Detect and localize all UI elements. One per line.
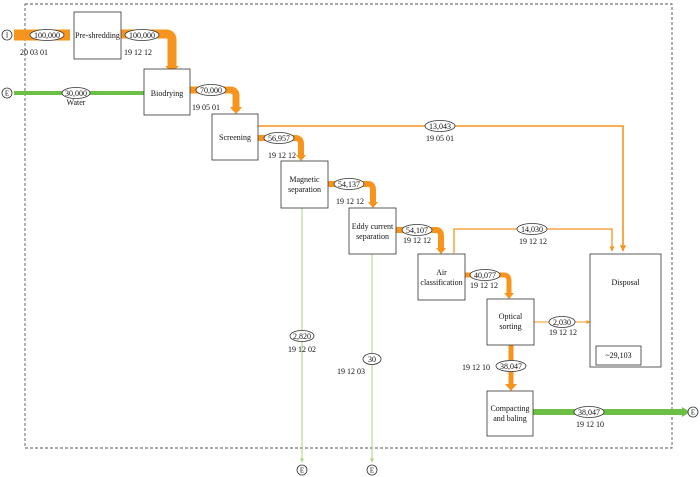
label-pre-out-code: 19 12 12 [124, 48, 152, 57]
export-node-water: E [1, 87, 13, 99]
disposal-stock-value: ~29,103 [605, 351, 631, 360]
label-scr-disposal-value: 13,043 [424, 120, 456, 132]
label-opt-disposal-value: 2,030 [548, 316, 576, 328]
svg-text:100,000: 100,000 [34, 31, 60, 40]
export-node-nfe: E [366, 464, 378, 476]
svg-text:40,077: 40,077 [474, 271, 496, 280]
label-final-code: 19 12 10 [576, 420, 604, 429]
process-biodrying[interactable]: Biodrying [143, 68, 191, 116]
label-final-value: 38,047 [573, 406, 605, 418]
svg-text:70,000: 70,000 [200, 86, 222, 95]
process-compacting-label-1: Compacting [490, 404, 529, 413]
label-scr-disposal-code: 19 05 01 [426, 134, 454, 143]
process-air-classification[interactable]: Air classification [417, 253, 466, 301]
flow-bio-to-screening-arrow [230, 107, 242, 114]
process-disposal-label: Disposal [612, 278, 641, 287]
label-mag-fe-value: 2,820 [289, 330, 315, 342]
process-magnetic-label-2: separation [288, 185, 321, 194]
label-mag-out-code: 19 12 12 [336, 197, 364, 206]
process-optical-label-1: Optical [499, 312, 523, 321]
flow-screening-to-magnetic-arrow [296, 155, 306, 161]
label-scr-out-value: 56,957 [263, 132, 295, 144]
svg-text:54,137: 54,137 [338, 180, 360, 189]
process-compacting-and-baling[interactable]: Compacting and baling [486, 390, 534, 437]
flow-magnetic-to-eddy [328, 181, 376, 205]
process-biodrying-label: Biodrying [151, 89, 183, 98]
export-node-fe: E [296, 464, 308, 476]
label-air-out-value: 40,077 [469, 269, 501, 281]
label-air-disposal-value: 14,030 [516, 223, 548, 235]
svg-text:E: E [300, 467, 304, 475]
label-water-value: 30,000 [61, 87, 91, 99]
process-compacting-label-2: and baling [493, 414, 527, 423]
system-boundary [24, 3, 673, 449]
process-air-label-2: classification [420, 278, 462, 287]
label-bio-out-value: 70,000 [195, 84, 227, 96]
label-opt-disposal-code: 19 12 12 [549, 328, 577, 337]
svg-text:30,000: 30,000 [65, 89, 87, 98]
process-pre-shredding-label: Pre-shredding [75, 31, 120, 40]
label-input-code: 20 03 01 [20, 48, 48, 57]
label-bio-out-code: 19 05 01 [192, 103, 220, 112]
label-eddy-out-value: 54,107 [401, 224, 433, 236]
label-eddy-nfe-code: 19 12 03 [337, 367, 365, 376]
process-magnetic-label-1: Magnetic [289, 175, 320, 184]
label-input-value: 100,000 [29, 29, 65, 41]
flow-screening-to-magnetic [258, 135, 304, 158]
label-mag-out-value: 54,137 [333, 178, 365, 190]
label-opt-out-value: 38,047 [495, 360, 527, 372]
flow-eddy-to-air-arrow [436, 248, 446, 254]
process-optical-sorting[interactable]: Optical sorting [486, 298, 535, 346]
process-eddy-label-1: Eddy current [352, 222, 394, 231]
process-screening[interactable]: Screening [211, 113, 259, 161]
svg-text:54,107: 54,107 [406, 226, 428, 235]
flow-screening-to-disposal [258, 125, 627, 252]
svg-text:I: I [6, 32, 9, 40]
svg-text:14,030: 14,030 [521, 225, 543, 234]
svg-text:E: E [691, 409, 695, 417]
label-eddy-out-code: 19 12 12 [403, 236, 431, 245]
label-scr-out-code: 19 12 12 [268, 151, 296, 160]
process-pre-shredding[interactable]: Pre-shredding [73, 11, 122, 60]
label-eddy-nfe-value: 30 [362, 353, 382, 365]
flow-air-to-optical [465, 272, 512, 296]
svg-text:56,957: 56,957 [268, 134, 290, 143]
disposal-stock-box [595, 345, 642, 366]
flow-magnetic-to-eddy-arrow [368, 202, 378, 208]
process-eddy-current-separation[interactable]: Eddy current separation [348, 207, 397, 255]
svg-text:38,047: 38,047 [500, 362, 522, 371]
process-optical-label-2: sorting [499, 322, 521, 331]
svg-text:30: 30 [368, 355, 376, 364]
svg-text:13,043: 13,043 [429, 122, 451, 131]
svg-text:38,047: 38,047 [578, 408, 600, 417]
label-pre-out-value: 100,000 [124, 29, 160, 41]
flow-optical-to-compacting-arrow [505, 384, 517, 391]
label-mag-fe-code: 19 12 02 [288, 345, 316, 354]
process-air-label-1: Air [436, 268, 447, 277]
flow-final-output-arrow [682, 407, 690, 417]
export-node-output: E [687, 406, 699, 418]
svg-text:100,000: 100,000 [129, 31, 155, 40]
label-opt-out-code: 19 12 10 [462, 363, 490, 372]
svg-text:E: E [370, 467, 374, 475]
import-node-input: I [1, 29, 13, 41]
flow-bio-to-screening [190, 86, 240, 111]
flow-pre-to-bio [121, 29, 177, 70]
svg-text:2,820: 2,820 [293, 332, 311, 341]
label-water-text: Water [67, 98, 86, 107]
process-screening-label: Screening [219, 133, 251, 142]
process-magnetic-separation[interactable]: Magnetic separation [280, 160, 329, 209]
svg-text:2,030: 2,030 [553, 318, 571, 327]
label-air-out-code: 19 12 12 [470, 281, 498, 290]
process-disposal[interactable]: Disposal ~29,103 [589, 253, 662, 368]
process-eddy-label-2: separation [356, 232, 389, 241]
flow-air-to-optical-arrow [504, 293, 514, 299]
label-air-disposal-code: 19 12 12 [519, 237, 547, 246]
flow-eddy-to-air [396, 227, 444, 251]
svg-text:E: E [5, 90, 9, 98]
